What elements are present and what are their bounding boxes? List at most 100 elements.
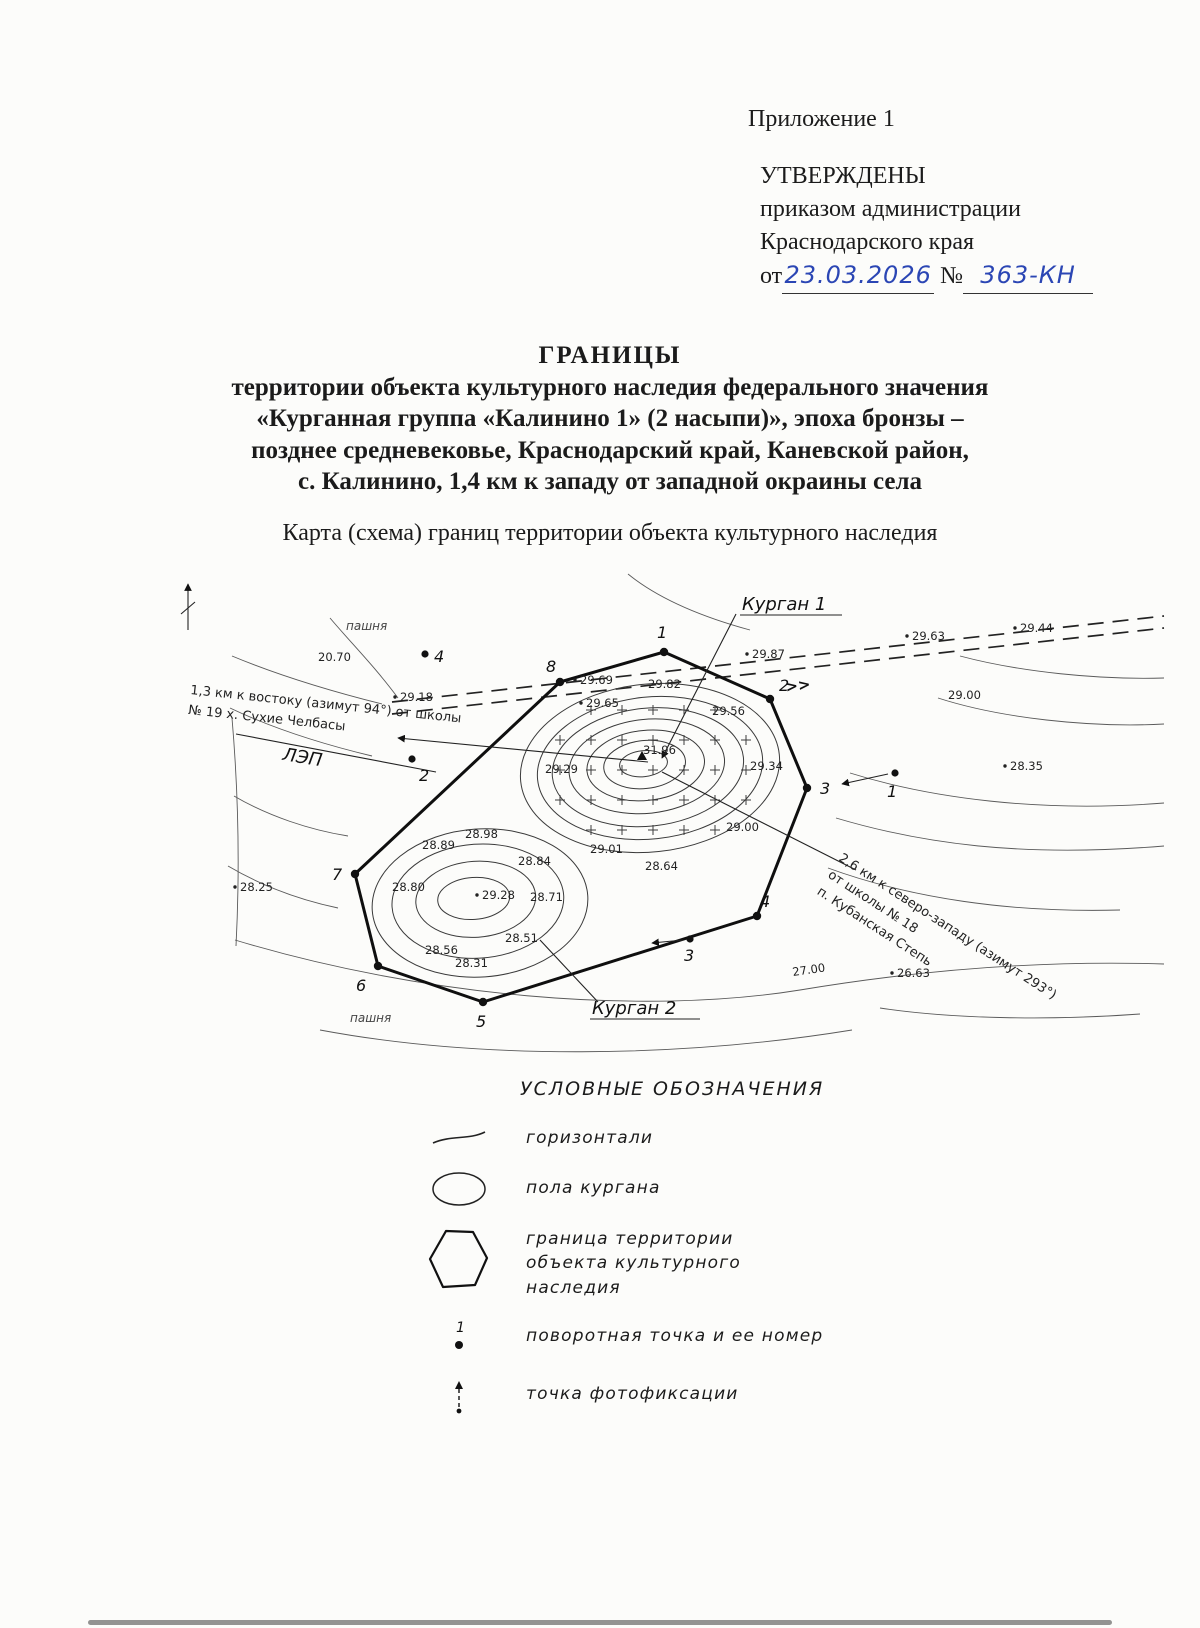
contour-line-symbol: [418, 1129, 500, 1147]
legend: УСЛОВНЫЕ ОБОЗНАЧЕНИЯ горизонтали пола ку…: [418, 1078, 1058, 1435]
kurgan-plus-mark: [710, 825, 720, 835]
kurgan-plus-mark: [741, 765, 751, 775]
photo-point-number: 3: [684, 946, 694, 965]
elevation-label: 29.63: [912, 629, 945, 643]
scan-artifact: [88, 1620, 1112, 1625]
turn-point-dot: [478, 997, 488, 1007]
kurgan2-pointer-line: [539, 939, 599, 1003]
turn-point-dot: [802, 783, 812, 793]
kurgan-plus-mark: [741, 735, 751, 745]
map-subtitle: Карта (схема) границ территории объекта …: [282, 520, 938, 546]
title-line-1: ГРАНИЦЫ: [538, 342, 682, 369]
legend-label-contours: горизонтали: [526, 1128, 654, 1148]
turn-point-symbol: 1: [418, 1319, 500, 1355]
kurgan1-ring: [519, 682, 781, 854]
road-line: [391, 615, 1165, 703]
kurgan-plus-mark: [679, 705, 689, 715]
elevation-label: 28.89: [422, 838, 455, 852]
photo-point-dot: [891, 769, 899, 777]
kurgan2-ring: [371, 828, 589, 978]
elevation-label: 29.01: [590, 842, 623, 856]
document-title: ГРАНИЦЫ территории объекта культурного н…: [110, 340, 1110, 498]
kurgan1-ring: [619, 749, 668, 778]
approval-line-2: приказом администрации: [760, 196, 1021, 222]
title-line-2: территории объекта культурного наследия …: [231, 373, 989, 401]
kurgan-plus-mark: [679, 765, 689, 775]
contour-line: [229, 707, 373, 757]
handwritten-order-number: 363-КН: [980, 261, 1076, 289]
turn-point-dot: [659, 647, 669, 657]
kurgan1-pointer-line: [661, 613, 737, 759]
power-line: [235, 733, 437, 773]
kurgan-plus-mark: [555, 795, 565, 805]
elevation-label: 29.44: [1020, 621, 1053, 635]
contour-line: [959, 655, 1165, 679]
contour-line: [329, 617, 399, 699]
kurgan-plus-mark: [586, 795, 596, 805]
turn-point-symbol-number: 1: [456, 1320, 465, 1336]
kurgan2-ring: [437, 876, 511, 921]
elevation-label: 28.80: [392, 880, 425, 894]
pashnya-top-label: пашня: [346, 619, 387, 633]
legend-boundary-line-2: объекта культурного: [526, 1253, 741, 1274]
kurgan1-contours: [519, 682, 781, 854]
photo-point-number: 4: [434, 647, 444, 666]
contour-line: [319, 1029, 853, 1053]
kurgan-plus-mark: [710, 765, 720, 775]
contour-line: [937, 697, 1165, 726]
pashnya-bottom-label: пашня: [350, 1011, 391, 1025]
photo-point-dot: [408, 755, 416, 763]
elevation-point-dot: [890, 971, 894, 975]
elevation-label: 20.70: [318, 650, 351, 664]
elevation-point-dot: [1013, 626, 1017, 630]
contour-line: [234, 939, 1165, 1002]
elevation-label: 27.00: [791, 961, 826, 979]
legend-item-kurgan-base: пола кургана: [418, 1169, 1058, 1209]
elevation-point-dot: [905, 634, 909, 638]
elevation-point-dot: [233, 885, 237, 889]
photo-point-arrow: [841, 773, 889, 787]
elevation-label: 29.28: [482, 888, 515, 902]
contour-line: [231, 717, 239, 947]
kurgan2-contours: [371, 828, 589, 978]
kurgan2-label: Курган 2: [592, 998, 676, 1019]
legend-item-photo-point: точка фотофиксации: [418, 1373, 1058, 1417]
legend-label-photo-point: точка фотофиксации: [526, 1384, 739, 1405]
turn-point-number: 3: [820, 779, 830, 798]
legend-title: УСЛОВНЫЕ ОБОЗНАЧЕНИЯ: [520, 1078, 825, 1100]
approval-line-3: Краснодарского края: [760, 229, 975, 255]
kurgan-plus-mark: [710, 705, 720, 715]
legend-label-kurgan-base: пола кургана: [526, 1178, 661, 1199]
elevation-label: 29.87: [752, 647, 785, 661]
elevation-label: 31.96: [643, 743, 676, 757]
elevation-point-dot: [745, 652, 749, 656]
elevation-point-dot: [579, 701, 583, 705]
photo-point-symbol: [418, 1373, 500, 1417]
legend-item-contours: горизонтали: [418, 1126, 1058, 1151]
kurgan-plus-mark: [710, 735, 720, 745]
approval-block: УТВЕРЖДЕНЫ приказом администрации Красно…: [760, 160, 1094, 294]
elevation-label: 29.18: [400, 690, 433, 704]
turn-point-dot: [373, 961, 383, 971]
kurgan-base-symbol: [418, 1169, 500, 1209]
elevation-label: 29.56: [712, 704, 745, 718]
kurgan-plus-mark: [617, 795, 627, 805]
kurgan-plus-mark: [679, 795, 689, 805]
elevation-label: 29.00: [726, 820, 759, 834]
kurgan-plus-mark: [617, 825, 627, 835]
elevation-label: 28.31: [455, 956, 488, 970]
elevation-label: 26.63: [897, 966, 930, 980]
elevation-label: 28.84: [518, 854, 551, 868]
kurgan-plus-mark: [586, 825, 596, 835]
kurgan1-center-mark: [637, 751, 647, 760]
kurgan-plus-mark: [586, 765, 596, 775]
elevation-point-dot: [1003, 764, 1007, 768]
turn-point-symbol-dot: [455, 1340, 463, 1349]
elevation-point-dot: [573, 678, 577, 682]
east-direction-note: 2,6 км к северо-западу (азимут 293°) от …: [814, 851, 1059, 1003]
kurgan1-ring: [603, 739, 686, 790]
turn-point-number: 2: [779, 676, 789, 695]
kurgan1-ring: [536, 695, 764, 841]
north-arrow-icon: [180, 583, 196, 630]
elevation-label: 29.69: [580, 673, 613, 687]
